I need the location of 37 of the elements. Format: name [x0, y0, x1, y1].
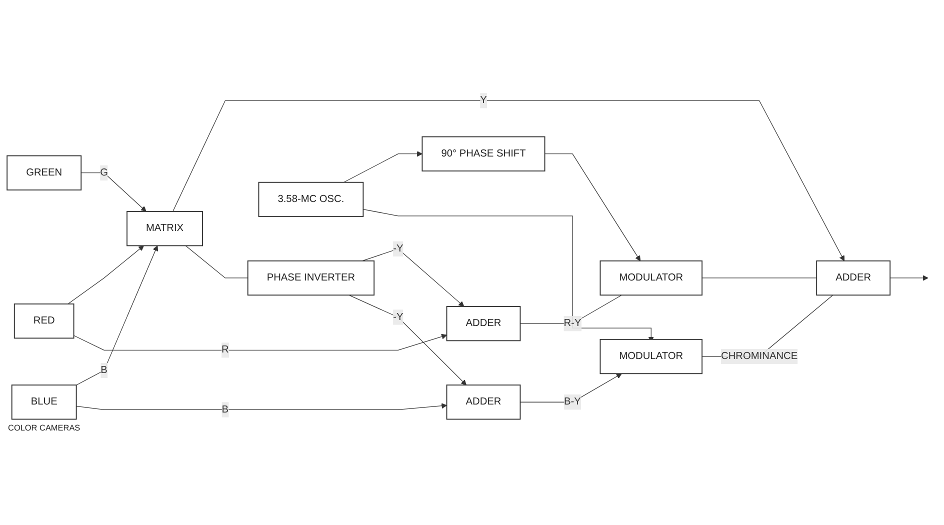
process-box: GREEN: [6, 154, 82, 190]
arrow: [76, 402, 447, 410]
arrow: [348, 294, 467, 385]
arrow: [343, 150, 422, 182]
edge-label: B: [222, 402, 229, 417]
edge-label: -Y: [393, 240, 404, 256]
arrow: [362, 248, 464, 306]
edge-label: G: [100, 164, 108, 180]
arrow: [73, 334, 447, 350]
process-box: MODULATOR: [600, 260, 702, 296]
arrow: [68, 245, 144, 304]
arrow: [544, 153, 641, 261]
process-box: ADDER: [816, 260, 891, 296]
process-box: 3.58-MC OSC.: [258, 182, 364, 217]
edge-label: R: [222, 342, 229, 358]
edge-label: -Y: [393, 309, 404, 325]
process-box: RED: [14, 303, 74, 338]
arrow: [890, 274, 928, 280]
process-box: 90° PHASE SHIFT: [422, 136, 546, 172]
arrow: [172, 100, 845, 261]
arrow: [520, 373, 622, 402]
edge-label: B-Y: [564, 394, 581, 410]
process-box: BLUE: [11, 384, 77, 420]
connector-line: [520, 294, 622, 324]
edge-label: CHROMINANCE: [721, 348, 798, 364]
arrow: [76, 245, 158, 386]
edge-label: Y: [480, 92, 487, 108]
process-box: MATRIX: [126, 210, 203, 246]
connector-line: [702, 277, 817, 278]
arrow: [80, 172, 146, 212]
connector-line: [185, 245, 248, 278]
edge-label: B: [100, 362, 108, 378]
process-box: ADDER: [446, 384, 521, 420]
process-box: ADDER: [446, 306, 521, 341]
process-box: PHASE INVERTER: [247, 260, 375, 296]
process-box: MODULATOR: [600, 338, 702, 374]
edge-label: R-Y: [564, 316, 582, 331]
